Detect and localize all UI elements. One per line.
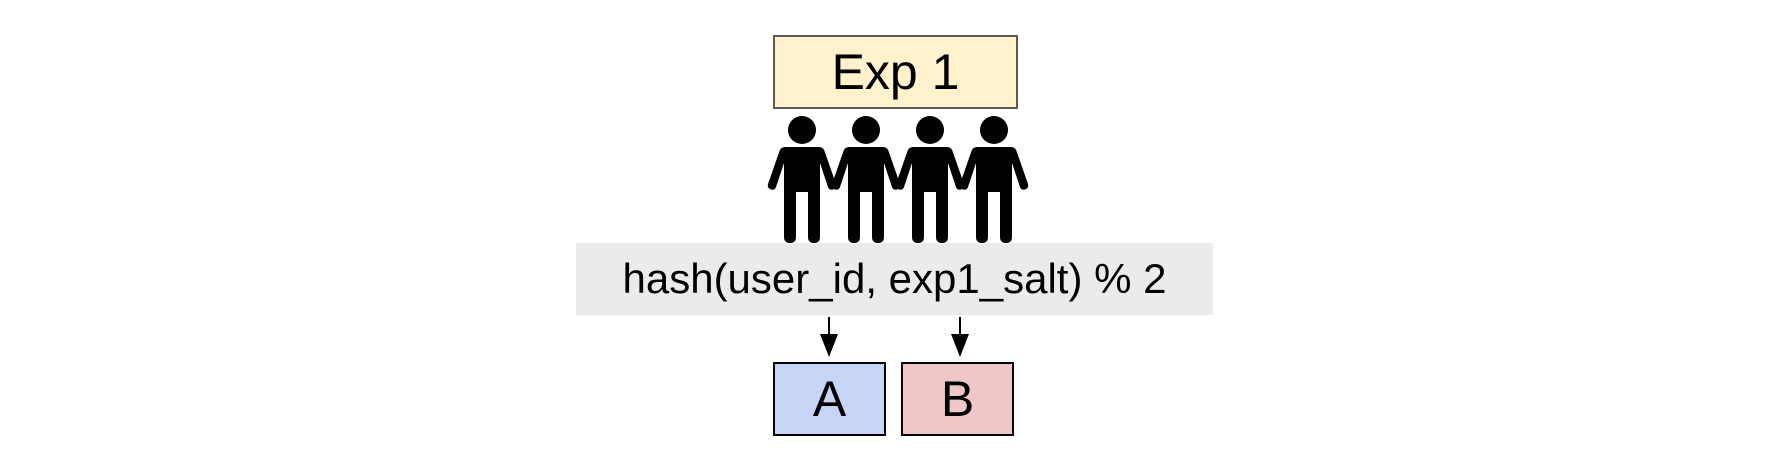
bucket-b-box: B bbox=[901, 362, 1014, 436]
experiment-box: Exp 1 bbox=[773, 35, 1018, 109]
hash-function-box: hash(user_id, exp1_salt) % 2 bbox=[576, 243, 1213, 315]
experiment-label: Exp 1 bbox=[831, 44, 960, 100]
arrow-to-b bbox=[951, 317, 969, 357]
person-icon bbox=[831, 116, 901, 243]
bucket-a-label: A bbox=[812, 371, 847, 427]
person-icon bbox=[767, 116, 837, 243]
person-icon bbox=[959, 116, 1029, 243]
person-icon bbox=[895, 116, 965, 243]
hash-expression: hash(user_id, exp1_salt) % 2 bbox=[622, 255, 1167, 302]
arrow-to-a bbox=[820, 317, 838, 357]
bucket-a-box: A bbox=[773, 362, 886, 436]
bucket-b-label: B bbox=[940, 371, 975, 427]
